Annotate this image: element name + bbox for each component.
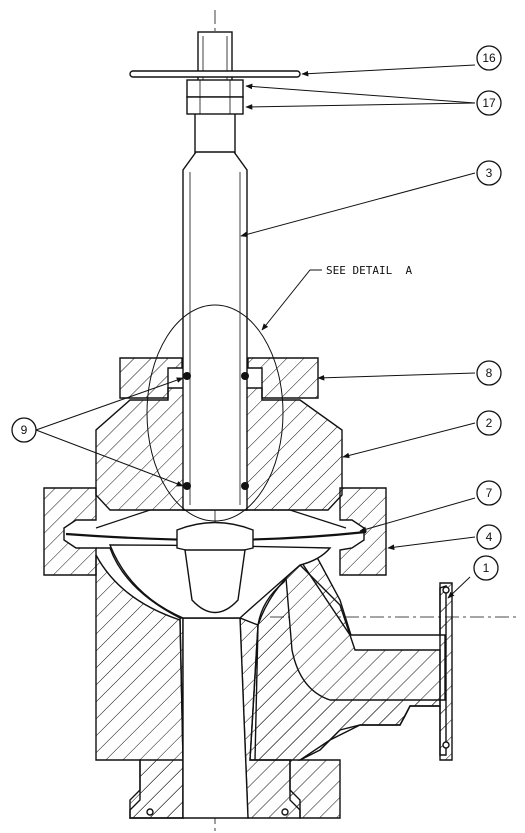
balloon-7: 7 [476, 480, 502, 506]
valve-body [95, 544, 453, 819]
balloon-17: 17 [476, 90, 502, 116]
balloon-1: 1 [473, 555, 499, 581]
balloon-7-label: 7 [486, 486, 493, 500]
balloon-16: 16 [476, 45, 502, 71]
balloon-1-label: 1 [483, 561, 490, 575]
balloon-16-label: 16 [482, 51, 496, 65]
detail-a-circle [146, 304, 284, 522]
balloon-8-label: 8 [486, 366, 493, 380]
balloon-17-label: 17 [482, 96, 496, 110]
balloon-3-label: 3 [486, 166, 493, 180]
balloon-9: 9 [11, 417, 37, 443]
washer [129, 70, 301, 78]
gland-nut [119, 357, 319, 399]
stem [182, 31, 248, 511]
detail-note: SEE DETAIL A [326, 264, 412, 277]
hex-nuts [186, 79, 244, 115]
o-rings [183, 372, 249, 490]
balloon-4-label: 4 [486, 530, 493, 544]
balloon-8: 8 [476, 360, 502, 386]
balloon-9-label: 9 [21, 423, 28, 437]
balloon-2: 2 [476, 410, 502, 436]
balloon-4: 4 [476, 524, 502, 550]
balloon-2-label: 2 [486, 416, 493, 430]
balloon-3: 3 [476, 160, 502, 186]
plug [176, 521, 254, 614]
clamp-ring [43, 487, 387, 576]
leaders [35, 64, 476, 599]
